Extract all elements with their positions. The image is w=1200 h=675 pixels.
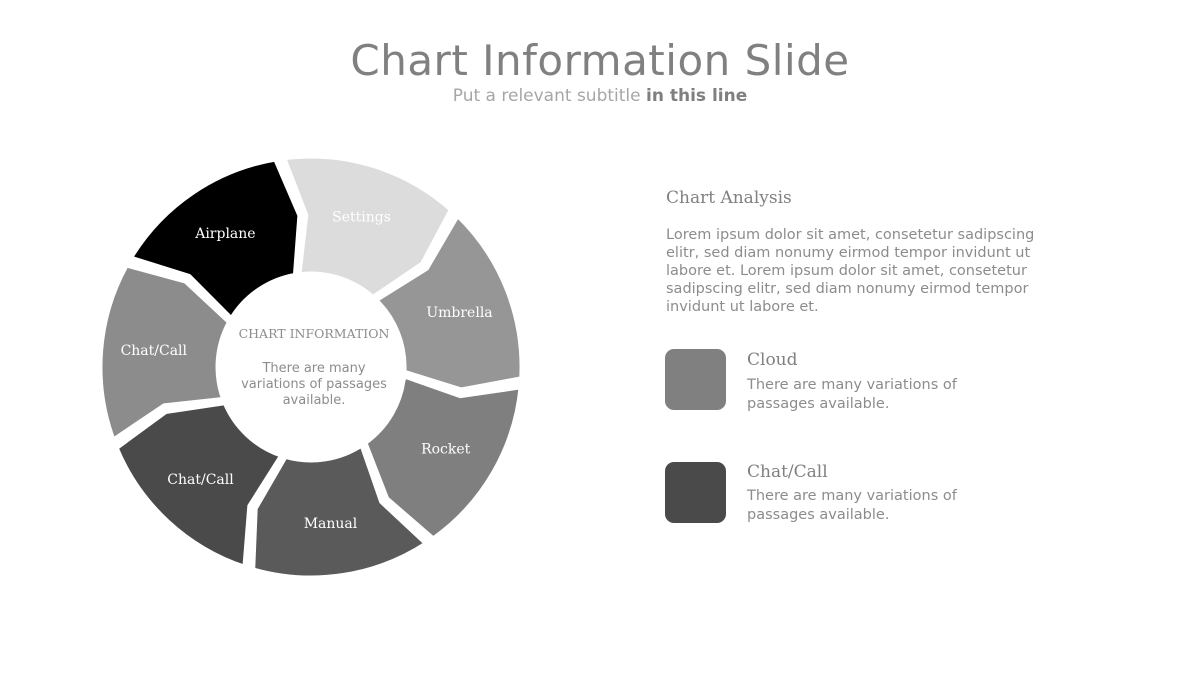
cycle-segment-5	[250, 442, 429, 581]
cycle-segment-3	[373, 212, 525, 393]
legend-swatch-cloud	[665, 349, 726, 410]
subtitle-bold: in this line	[646, 86, 748, 106]
cycle-segment-2	[281, 153, 454, 301]
legend-swatch-chat-call	[665, 462, 726, 523]
slide-subtitle: Put a relevant subtitle in this line	[0, 86, 1200, 106]
cycle-segment-1	[127, 156, 303, 322]
cycle-segment-4	[362, 373, 524, 542]
analysis-title: Chart Analysis	[666, 188, 792, 208]
center-title: CHART INFORMATION	[238, 326, 390, 341]
legend-title-chat-call: Chat/Call	[747, 462, 828, 482]
cycle-segment-label-6: Chat/Call	[167, 472, 234, 488]
slide-title: Chart Information Slide	[350, 36, 850, 85]
legend-text-cloud: There are many variations of passages av…	[747, 377, 957, 412]
center-text: There are many variations of passages av…	[241, 361, 387, 408]
legend-text-chat-call: There are many variations of passages av…	[747, 488, 957, 523]
cycle-segment-7	[97, 262, 233, 443]
cycle-segment-label-1: Airplane	[194, 226, 255, 242]
cycle-segment-label-5: Manual	[304, 516, 358, 532]
subtitle-regular: Put a relevant subtitle	[452, 86, 641, 106]
cycle-segment-label-7: Chat/Call	[121, 343, 188, 359]
cycle-segment-label-3: Umbrella	[426, 305, 492, 321]
legend-title-cloud: Cloud	[747, 350, 798, 370]
analysis-body: Lorem ipsum dolor sit amet, consetetur s…	[666, 227, 1035, 315]
cycle-segment-6	[113, 400, 285, 570]
cycle-segment-label-2: Settings	[332, 209, 391, 225]
cycle-segment-label-4: Rocket	[421, 442, 471, 458]
